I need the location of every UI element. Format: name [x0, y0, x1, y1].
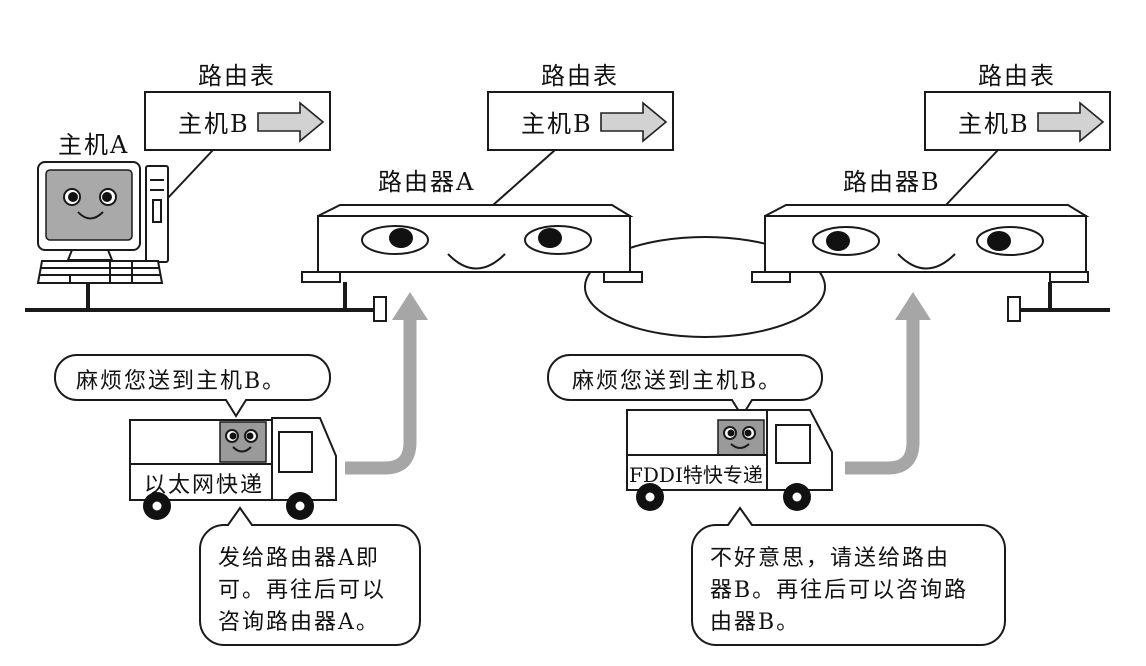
ethernet-terminator — [373, 296, 387, 322]
router-b-label: 路由器B — [843, 168, 941, 196]
fddi-ring — [584, 236, 826, 338]
cab-window — [775, 424, 811, 464]
router-a: 路由器A — [301, 168, 643, 283]
router-foot — [1049, 271, 1089, 283]
routing-table-2: 路由表 主机B — [487, 62, 674, 151]
screen-pupil-right — [102, 192, 112, 202]
speech-bubble — [199, 506, 421, 646]
reply-line: 不好意思，请送给路由 — [710, 546, 950, 571]
forward-arrow-icon — [1037, 101, 1105, 143]
screen-pupil-left — [68, 192, 78, 202]
fddi-delivery-truck: FDDI特快专递 — [626, 409, 833, 511]
tower-button — [152, 199, 162, 223]
request-text: 麻烦您送到主机B。 — [572, 369, 782, 394]
reply-line: 咨询路由器A。 — [218, 610, 380, 635]
monitor-stand — [66, 249, 114, 261]
router-pupil-right — [538, 228, 562, 248]
screen-smile — [77, 211, 104, 220]
truck-face — [219, 421, 267, 463]
flow-arrow-to-router-a — [345, 292, 428, 475]
routing-table-entry: 主机B — [178, 110, 250, 138]
flow-arrow-shaft — [345, 316, 417, 475]
reply-line: 可。再往后可以 — [218, 578, 386, 603]
routing-table-title: 路由表 — [198, 62, 276, 90]
truck-pupil-right — [744, 429, 752, 437]
speech-bubble — [54, 354, 331, 418]
router-foot — [301, 271, 341, 283]
router-pupil-right — [987, 231, 1011, 251]
up-arrow-icon — [392, 292, 428, 320]
router-b: 路由器B — [751, 168, 1090, 283]
keyboard — [36, 260, 164, 284]
reply-bubble-2: 不好意思，请送给路由 器B。再往后可以咨询路 由器B。 — [691, 506, 1006, 646]
wheel-hub — [645, 492, 655, 502]
truck-pupil-left — [229, 432, 237, 440]
request-bubble-1: 麻烦您送到主机B。 — [54, 354, 331, 418]
truck-service-label: FDDI特快专递 — [629, 463, 763, 487]
up-arrow-icon — [895, 292, 931, 320]
host-a-label: 主机A — [58, 131, 129, 159]
monitor-screen — [45, 169, 133, 241]
truck-pupil-left — [727, 429, 735, 437]
truck-pupil-right — [246, 432, 254, 440]
request-bubble-2: 麻烦您送到主机B。 — [547, 354, 823, 418]
host-a-computer — [36, 161, 169, 284]
right-network-terminator — [1007, 296, 1021, 322]
routing-table-1: 路由表 主机B — [144, 62, 331, 151]
router-pupil-left — [826, 231, 850, 251]
cab-window — [278, 431, 313, 473]
wheel-hub — [152, 501, 162, 511]
routing-table-pointer-router-a — [491, 149, 556, 207]
routing-table-pointer-router-b — [945, 149, 999, 206]
wheel-hub — [295, 501, 305, 511]
router-foot — [603, 271, 643, 283]
reply-line: 发给路由器A即 — [218, 546, 380, 571]
forward-arrow-icon — [600, 101, 668, 143]
routing-table-entry: 主机B — [521, 110, 593, 138]
wheel-hub — [792, 492, 802, 502]
reply-bubble-1: 发给路由器A即 可。再往后可以 咨询路由器A。 — [199, 506, 421, 646]
flow-arrow-shaft — [845, 316, 920, 475]
routing-table-pointer-host — [165, 149, 214, 201]
truck-face — [717, 419, 765, 457]
routing-table-title: 路由表 — [978, 62, 1056, 90]
router-foot — [751, 271, 791, 283]
speech-bubble — [691, 506, 1006, 646]
routing-table-title: 路由表 — [541, 62, 619, 90]
truck-smile — [730, 443, 750, 449]
request-text: 麻烦您送到主机B。 — [76, 369, 286, 394]
speech-bubble — [547, 354, 823, 418]
reply-line: 器B。再往后可以咨询路 — [710, 578, 968, 603]
router-pupil-left — [389, 228, 413, 248]
router-smile — [447, 253, 506, 270]
router-a-label: 路由器A — [378, 168, 475, 196]
router-smile — [897, 253, 956, 270]
routing-table-entry: 主机B — [958, 110, 1030, 138]
truck-smile — [232, 446, 252, 453]
router-top — [764, 204, 1090, 217]
flow-arrow-to-router-b — [845, 292, 931, 475]
routing-table-3: 路由表 主机B — [924, 62, 1111, 151]
router-top — [317, 204, 634, 217]
reply-line: 由器B。 — [710, 610, 800, 635]
forward-arrow-icon — [257, 101, 325, 143]
ethernet-delivery-truck: 以太网快递 — [129, 417, 337, 520]
